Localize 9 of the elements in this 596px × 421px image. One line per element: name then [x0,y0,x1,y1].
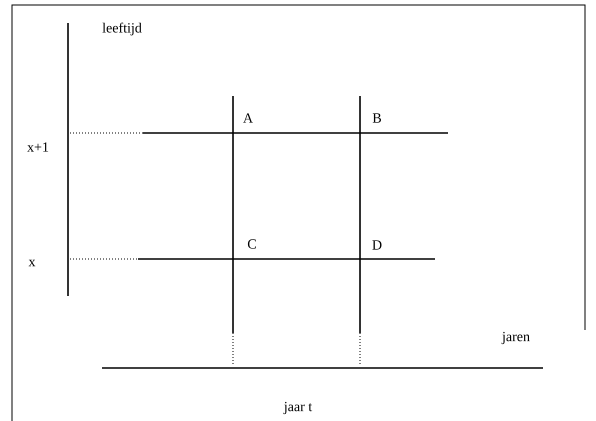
axis-label: jaar t [283,402,312,414]
point-label: C [248,239,256,249]
point-label: D [372,240,382,250]
axis-label: leeftijd [102,22,142,36]
axis-label: jaren [502,332,530,344]
tick-label: x [28,260,36,266]
point-label: A [243,113,253,123]
tick-label: x+1 [27,142,48,152]
point-label: B [372,113,381,123]
